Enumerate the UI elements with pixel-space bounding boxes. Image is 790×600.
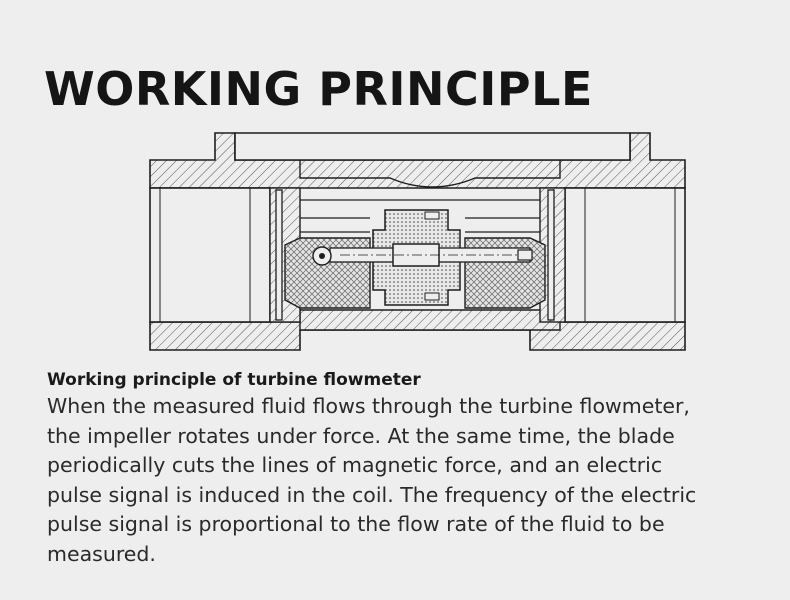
description-line: pulse signal is induced in the coil. The…	[47, 482, 697, 507]
description: Working principle of turbine flowmeter W…	[47, 370, 777, 569]
outlet-bore	[539, 187, 686, 323]
housing-top	[149, 132, 686, 189]
flow-channel	[300, 199, 540, 233]
shaft	[329, 243, 531, 267]
flow-straightener	[275, 189, 555, 321]
description-line: pulse signal is proportional to the flow…	[47, 512, 665, 536]
housing-bottom	[149, 309, 686, 351]
description-line: When the measured fluid flows through th…	[47, 394, 690, 418]
description-heading: Working principle of turbine flowmeter	[47, 370, 421, 390]
page-title: WORKING PRINCIPLE	[44, 62, 593, 116]
description-line: the impeller rotates under force. At the…	[47, 423, 675, 448]
description-line: periodically cuts the lines of magnetic …	[47, 453, 663, 477]
turbine-flowmeter-cross-section	[149, 132, 686, 351]
description-line: measured.	[47, 541, 156, 566]
